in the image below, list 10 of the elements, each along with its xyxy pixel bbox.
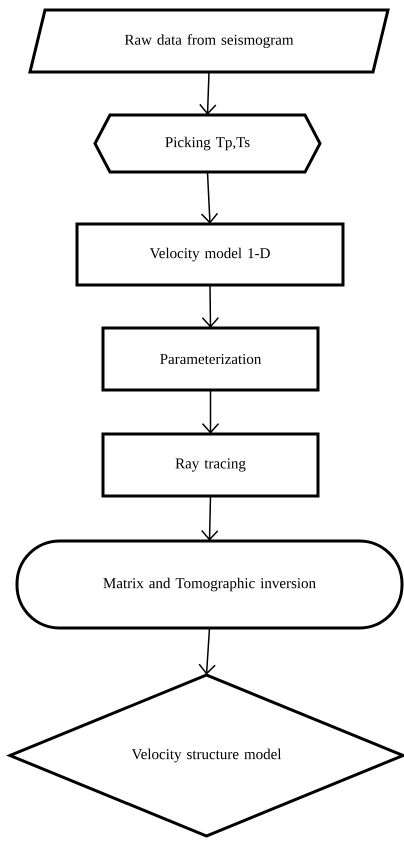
arrow xyxy=(202,390,220,434)
arrow xyxy=(202,285,219,328)
process-box: Parameterization xyxy=(102,326,320,392)
terminal-stadium: Matrix and Tomographic inversion xyxy=(16,540,404,630)
arrow xyxy=(200,172,218,224)
arrow xyxy=(201,496,218,541)
process-box: Ray tracing xyxy=(102,432,320,498)
arrow xyxy=(198,628,216,675)
arrow xyxy=(199,72,216,115)
process-box: Velocity model 1-D xyxy=(76,222,344,286)
